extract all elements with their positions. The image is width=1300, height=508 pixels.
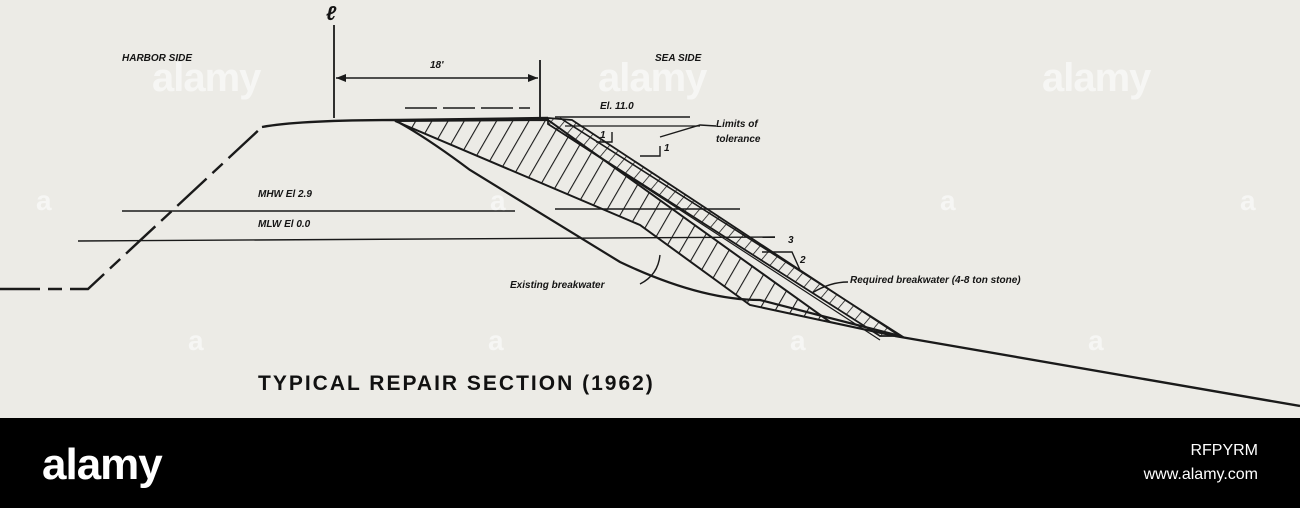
slope-mark-1: [596, 132, 613, 143]
footer-url[interactable]: www.alamy.com: [1143, 466, 1258, 483]
footer-logo: alamy: [42, 440, 163, 489]
footer-banner: [0, 418, 1300, 508]
slope-ratio-top: 3: [788, 235, 794, 246]
watermark: a: [1240, 185, 1256, 216]
dim-arrow-left: [336, 74, 346, 82]
tolerance-line-lower: [547, 123, 881, 341]
required-breakwater-label: Required breakwater (4-8 ton stone): [850, 275, 1021, 286]
harbor-side-label: HARBOR SIDE: [122, 53, 193, 64]
mlw-label: MLW El 0.0: [258, 219, 311, 230]
required-leader: [811, 281, 849, 294]
dim-arrow-right: [528, 74, 538, 82]
watermark: a: [940, 185, 956, 216]
existing-breakwater-hatch: [394, 118, 896, 337]
sea-side-label: SEA SIDE: [655, 53, 702, 64]
slope-ratio-mark: [762, 251, 801, 271]
mlw-line: [77, 236, 776, 242]
watermark: alamy: [1042, 56, 1151, 100]
crest-elevation-label: El. 11.0: [600, 101, 634, 112]
existing-breakwater-outline: [399, 122, 901, 338]
watermark: a: [36, 185, 52, 216]
crest-line: [261, 116, 549, 129]
required-breakwater-hatch: [547, 117, 904, 337]
slope-mark-label-1: 1: [600, 130, 606, 141]
mhw-label: MHW El 2.9: [258, 189, 312, 200]
watermark: alamy: [598, 56, 707, 100]
sea-bottom-line: [894, 334, 1300, 408]
harbor-ground-line: [0, 126, 263, 291]
crest-width-label: 18': [430, 60, 444, 71]
limits-leader: [659, 124, 717, 138]
watermark: a: [490, 185, 506, 216]
footer-image-id: RFPYRM: [1190, 442, 1258, 459]
watermark: alamy: [152, 56, 261, 100]
section-title: TYPICAL REPAIR SECTION (1962): [258, 372, 655, 395]
breakwater-section-drawing: [0, 25, 1300, 408]
slope-ratio-side: 2: [800, 255, 806, 266]
existing-leader: [639, 254, 661, 285]
slope-mark-label-2: 1: [664, 143, 670, 154]
watermark: a: [488, 325, 504, 356]
watermark: a: [188, 325, 204, 356]
tolerance-line-upper: [559, 117, 906, 339]
limits-label-line2: tolerance: [716, 134, 761, 145]
limits-label-line1: Limits of: [716, 119, 758, 130]
centerline-label: ℓ: [326, 3, 337, 25]
watermark: a: [790, 325, 806, 356]
existing-breakwater-label: Existing breakwater: [510, 280, 605, 291]
slope-mark-2: [640, 146, 661, 157]
watermark: a: [1088, 325, 1104, 356]
